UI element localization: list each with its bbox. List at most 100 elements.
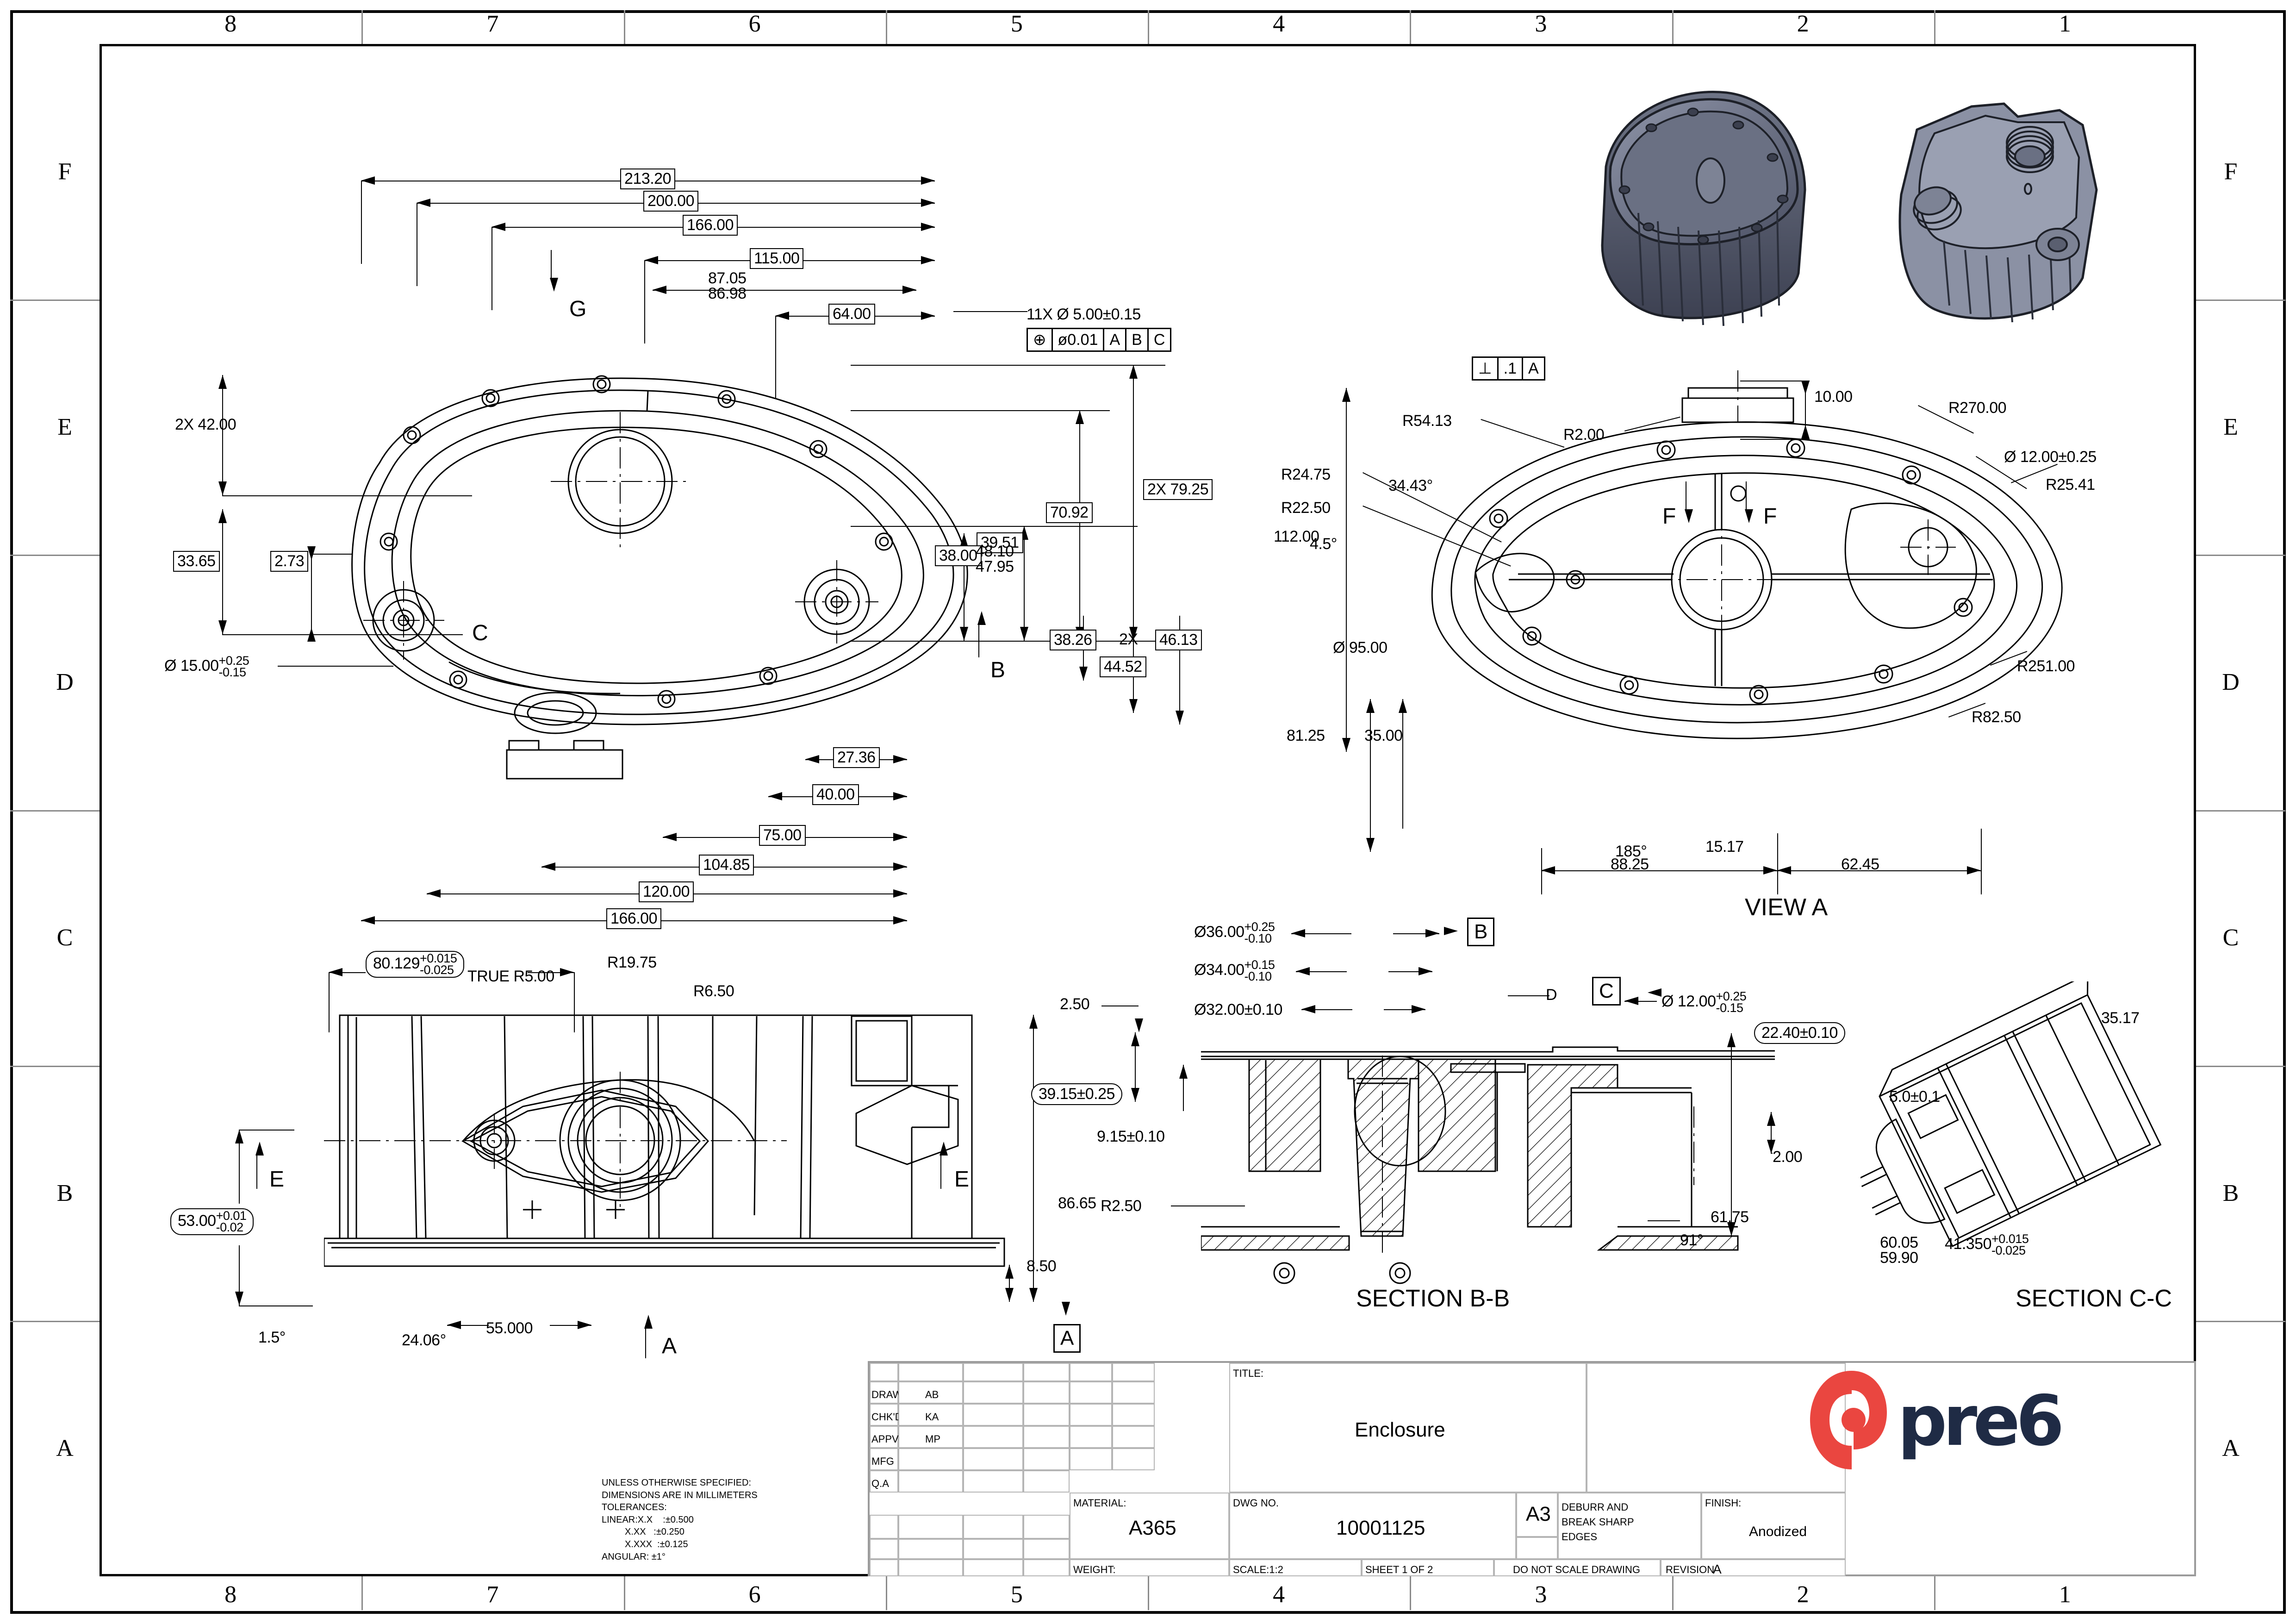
- zone-tick-top: [1672, 10, 1674, 44]
- dim-dia-34.00: Ø34.00+0.15-0.10: [1194, 958, 1275, 983]
- dim-line: [329, 972, 366, 973]
- tb-title-cell: [1229, 1363, 1587, 1493]
- arrow-head: [1176, 711, 1184, 725]
- section-arrow-label-B: B: [990, 658, 1005, 682]
- leader: [953, 311, 1027, 312]
- tb-blank-r1a: [870, 1515, 898, 1539]
- isometric-view-exterior: [1898, 102, 2098, 323]
- zone-tick-top: [623, 10, 625, 44]
- dim-200.00: 200.00: [643, 191, 698, 212]
- tb-role-cell-Q.A: [870, 1470, 898, 1493]
- dim-11X-dia-5.00: 11X Ø 5.00±0.15: [1027, 306, 1141, 323]
- dim-55.000: 55.000: [486, 1319, 533, 1337]
- dim-R24.75: R24.75: [1281, 466, 1331, 483]
- section-cc-geometry: [1860, 981, 2162, 1247]
- dim-40.00: 40.00: [812, 784, 859, 805]
- dim-line: [1370, 699, 1371, 852]
- section-arrow-E1-stem: [256, 1153, 257, 1189]
- tb-blank-r2b: [898, 1539, 963, 1559]
- tb-blank-r1c: [963, 1515, 1023, 1539]
- dim-2X 79.25: 2X 79.25: [1143, 479, 1213, 500]
- arrow-head: [893, 889, 907, 898]
- tb-sheet-value: SHEET 1 OF 2: [1365, 1564, 1433, 1575]
- fcf-symbol: ⊕: [1028, 329, 1053, 350]
- dim-line: [1009, 1265, 1010, 1302]
- fcf-datum-B: B: [1126, 329, 1149, 350]
- section-arrow-G-stem: [551, 250, 552, 279]
- tb-edges-note: DEBURR AND BREAK SHARP EDGES: [1562, 1501, 1634, 1543]
- zone-left-D: D: [56, 669, 74, 696]
- dim-34.43°: 34.43°: [1388, 477, 1433, 494]
- section-arrow-G: [550, 278, 558, 292]
- arrow-head: [235, 1292, 243, 1305]
- arrow-head: [775, 312, 789, 320]
- dim-2.00: 2.00: [1773, 1148, 1803, 1166]
- tb-h-name: [898, 1363, 963, 1381]
- arrow-head: [1425, 929, 1439, 937]
- ext-line: [361, 181, 362, 264]
- arrow-head: [307, 546, 316, 560]
- dim-line: [1384, 1009, 1425, 1010]
- dim-R2.00: R2.00: [1563, 426, 1605, 443]
- arrow-head: [805, 755, 819, 763]
- leader: [1648, 1220, 1680, 1221]
- arrow-head: [1291, 929, 1305, 937]
- arrow-head: [1727, 1033, 1736, 1047]
- ext-line: [239, 1130, 294, 1131]
- dim-9.15: 9.15±0.10: [1097, 1128, 1165, 1145]
- dim-2X-42.00: 2X 42.00: [175, 416, 236, 433]
- dim-dia-12.00: Ø 12.00+0.25-0.15: [1661, 989, 1747, 1015]
- arrow-head: [1296, 967, 1310, 975]
- ext-line: [851, 365, 1165, 366]
- dim-2X-46.13: 46.13: [1155, 630, 1202, 650]
- section-arrow-F1: [1685, 509, 1693, 523]
- dim-line: [239, 1245, 240, 1305]
- dim-8.50: 8.50: [1027, 1257, 1057, 1275]
- dim-Ø 95.00: Ø 95.00: [1333, 639, 1388, 656]
- arrow-head: [1131, 1032, 1139, 1046]
- dim-91deg: 91°: [1680, 1231, 1703, 1249]
- fcf-datum-A: A: [1528, 359, 1539, 377]
- view-a-part-outline: [1431, 370, 2063, 739]
- zone-tick-top: [361, 10, 363, 44]
- arrow-head: [768, 792, 782, 800]
- dim-70.92: 70.92: [1046, 502, 1093, 523]
- dim-112.00: 112.00: [1274, 528, 1319, 545]
- dim-dia-15.00: Ø 15.00+0.25-0.15: [164, 654, 249, 679]
- dim-line: [1079, 410, 1080, 641]
- arrow-head: [1135, 1018, 1143, 1032]
- tb-x1-1: [1070, 1404, 1112, 1426]
- general-notes: UNLESS OTHERWISE SPECIFIED: DIMENSIONS A…: [602, 1478, 758, 1562]
- zone-tick-right: [2196, 555, 2285, 556]
- zone-left-C: C: [56, 924, 73, 951]
- arrow-head: [329, 968, 342, 976]
- tb-blank-r2c: [963, 1539, 1023, 1559]
- arrow-head: [560, 968, 574, 976]
- dim-line: [653, 290, 916, 291]
- dim-27.36: 27.36: [833, 747, 880, 768]
- arrow-head: [893, 916, 907, 924]
- arrow-head: [893, 792, 907, 800]
- arrow-head: [921, 176, 935, 185]
- arrow-head: [1767, 1112, 1775, 1126]
- tb-role-cell-APPV'D: [870, 1426, 898, 1448]
- ext-line: [311, 554, 353, 555]
- dim-62.45: 62.45: [1841, 856, 1879, 873]
- ext-line: [851, 641, 1175, 642]
- tb-name-cell-4: [898, 1470, 963, 1493]
- zone-top-4: 4: [1273, 11, 1285, 37]
- section-arrow-label-A1: A: [662, 1334, 677, 1358]
- dim-120.00: 120.00: [639, 881, 694, 902]
- zone-right-F: F: [2224, 158, 2238, 185]
- arrow-head: [921, 256, 935, 264]
- zone-top-5: 5: [1010, 11, 1023, 37]
- tb-material-label: MATERIAL:: [1073, 1497, 1126, 1509]
- arrow-head: [1366, 699, 1375, 713]
- zone-top-3: 3: [1535, 11, 1547, 37]
- zone-right-A: A: [2222, 1435, 2240, 1462]
- view-a-title: VIEW A: [1745, 894, 1828, 921]
- zone-bottom-6: 6: [748, 1581, 761, 1608]
- dim-104.85: 104.85: [699, 855, 754, 875]
- arrow-head: [663, 833, 677, 841]
